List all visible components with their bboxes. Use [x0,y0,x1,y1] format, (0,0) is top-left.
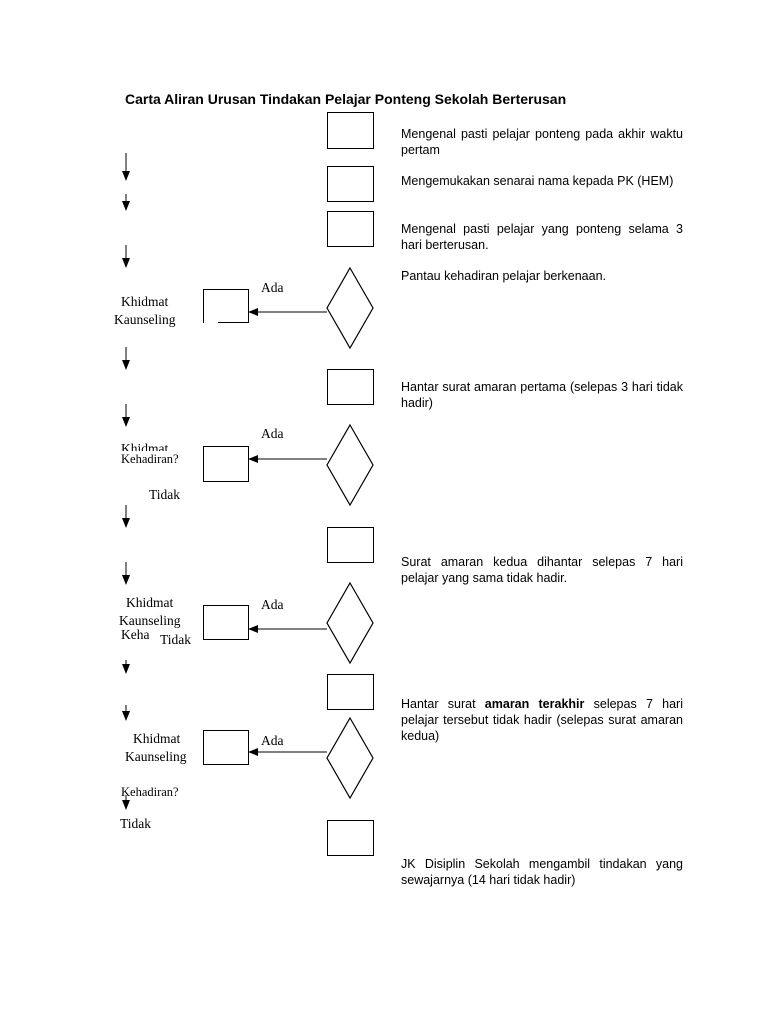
tidak-label-4: Tidak [120,816,152,831]
kaunseling-label-3: Kaunseling [119,613,181,628]
step-2-text: Mengemukakan senarai nama kepada PK (HEM… [401,174,674,188]
khidmat-label-1: Khidmat [121,294,169,309]
process-box-1 [327,112,374,149]
khidmat-cut-label-2: Khidmat [121,441,169,451]
step-1-text: Mengenal pasti pelajar ponteng pada akhi… [401,127,683,157]
process-box-4 [327,369,374,405]
process-box-6 [327,674,374,710]
step-7-text-bold: amaran terakhir [484,697,585,711]
step-3-text: Mengenal pasti pelajar yang ponteng sela… [401,222,683,252]
kaunseling-label-1: Kaunseling [114,312,176,327]
step-7-text-before: Hantar surat [401,697,485,711]
decision-diamond-1 [326,266,374,350]
step-8-text: JK Disiplin Sekolah mengambil tindakan y… [401,857,683,887]
counselling-box-4 [203,730,249,765]
khidmat-label-4: Khidmat [133,731,181,746]
chart-title: Carta Aliran Urusan Tindakan Pelajar Pon… [125,91,567,107]
ada-label-4: Ada [261,733,284,748]
kaunseling-label-4: Kaunseling [125,749,187,764]
keha-cut-label-3-clip: Keha [121,626,149,644]
decision-diamond-2 [326,423,374,507]
process-box-2 [327,166,374,202]
kehadiran-label-4: Kehadiran? [121,785,179,799]
step-7-text: Hantar surat amaran terakhir selepas 7 h… [401,696,683,744]
decision-diamond-4 [326,716,374,800]
decision-diamond-3 [326,581,374,665]
ada-label-3: Ada [261,597,284,612]
ada-label-2: Ada [261,426,284,441]
tidak-label-2: Tidak [149,487,181,502]
tidak-label-3: Tidak [160,632,192,647]
counselling-box-3 [203,605,249,640]
ada-label-1: Ada [261,280,284,295]
step-5-text: Hantar surat amaran pertama (selepas 3 h… [401,380,683,410]
keha-cut-label-3: Keha [121,627,149,642]
step-6-text: Surat amaran kedua dihantar selepas 7 ha… [401,555,683,585]
kehadiran-label-2: Kehadiran? [121,452,179,466]
khidmat-label-3: Khidmat [126,595,174,610]
counselling-box-1 [203,289,249,323]
process-box-5 [327,527,374,563]
process-box-3 [327,211,374,247]
step-4-text: Pantau kehadiran pelajar berkenaan. [401,269,607,283]
khidmat-cut-label-2-clip: Khidmat [121,440,181,451]
process-box-7 [327,820,374,856]
counselling-box-1-bottom [218,322,248,323]
step-7-text-after: selepas 7 hari pelajar tersebut tidak ha… [401,697,683,743]
counselling-box-2 [203,446,249,482]
